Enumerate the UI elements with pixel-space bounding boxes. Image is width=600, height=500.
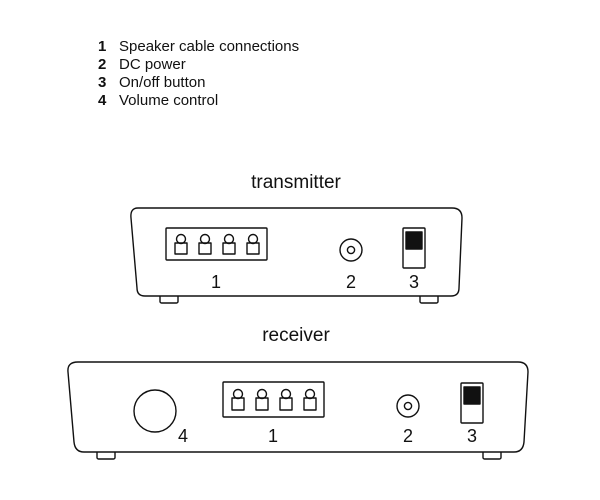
- legend: 1 Speaker cable connections 2 DC power 3…: [98, 38, 299, 110]
- legend-item: 3 On/off button: [98, 74, 299, 92]
- terminal: [198, 233, 212, 255]
- transmitter-power-switch: [402, 227, 426, 269]
- transmitter-speaker-terminals: [165, 227, 268, 261]
- legend-item: 2 DC power: [98, 56, 299, 74]
- transmitter-label-terminals: 1: [211, 272, 221, 292]
- legend-text: On/off button: [119, 74, 206, 91]
- transmitter-label-dc-power: 2: [346, 272, 356, 292]
- receiver-body: [67, 361, 529, 453]
- transmitter-unit: [130, 207, 463, 304]
- legend-number: 4: [98, 92, 107, 109]
- receiver-volume-knob: [133, 389, 177, 433]
- receiver-label-dc-power: 2: [403, 426, 413, 446]
- terminal: [231, 388, 245, 411]
- legend-item: 4 Volume control: [98, 92, 299, 110]
- receiver-unit: [67, 361, 529, 460]
- transmitter-body: [130, 207, 463, 297]
- legend-item: 1 Speaker cable connections: [98, 38, 299, 56]
- receiver-speaker-terminals: [222, 381, 325, 418]
- terminal: [303, 388, 317, 411]
- receiver-label-volume: 4: [178, 426, 188, 446]
- terminal: [279, 388, 293, 411]
- receiver-label-terminals: 1: [268, 426, 278, 446]
- transmitter-title: transmitter: [251, 172, 341, 193]
- terminal: [255, 388, 269, 411]
- receiver-title: receiver: [262, 325, 330, 346]
- transmitter-dc-jack: [339, 238, 363, 262]
- terminal: [246, 233, 260, 255]
- terminal: [222, 233, 236, 255]
- receiver-label-switch: 3: [467, 426, 477, 446]
- legend-number: 1: [98, 38, 107, 55]
- legend-text: Speaker cable connections: [119, 38, 300, 55]
- legend-number: 2: [98, 56, 107, 73]
- receiver-power-switch: [460, 382, 484, 424]
- legend-text: Volume control: [119, 92, 219, 109]
- receiver-dc-jack: [396, 394, 420, 418]
- legend-text: DC power: [119, 56, 186, 73]
- terminal: [174, 233, 188, 255]
- transmitter-label-switch: 3: [409, 272, 419, 292]
- legend-number: 3: [98, 74, 107, 91]
